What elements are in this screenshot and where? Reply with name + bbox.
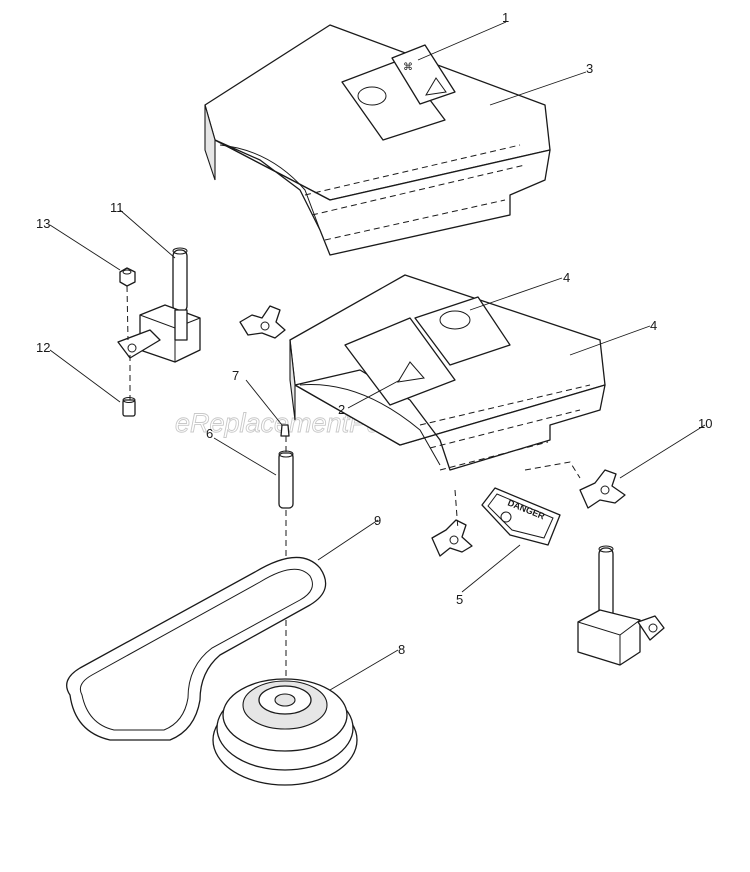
callout-2: 4 — [650, 318, 657, 333]
callout-12: 12 — [36, 340, 50, 355]
wing-knob — [239, 305, 286, 339]
callout-9: 9 — [374, 513, 381, 528]
callout-1: 3 — [586, 61, 593, 76]
pulley — [212, 678, 358, 786]
wing-knob — [431, 519, 473, 557]
svg-text:⌘: ⌘ — [403, 62, 413, 73]
callout-10: 10 — [698, 416, 712, 431]
callout-13: 13 — [36, 216, 50, 231]
upper-belt-cover: ⌘ — [204, 24, 551, 256]
danger-decal: DANGER — [481, 487, 561, 546]
bolt — [122, 397, 136, 417]
hex-nut — [119, 267, 136, 287]
callout-3: 4 — [563, 270, 570, 285]
callout-8: 8 — [398, 642, 405, 657]
callout-7: 7 — [232, 368, 239, 383]
set-screw — [280, 424, 290, 437]
callout-4-lower: 2 — [338, 402, 345, 417]
callout-4-top: 1 — [502, 10, 509, 25]
spacer-tube — [278, 450, 294, 509]
wing-knob — [579, 469, 626, 509]
callout-6: 6 — [206, 426, 213, 441]
support-bracket-right — [577, 545, 665, 666]
callout-11: 11 — [110, 200, 124, 215]
drive-belt — [66, 556, 327, 741]
lower-belt-cover — [289, 274, 606, 471]
support-bracket-left — [117, 247, 201, 363]
callout-5: 5 — [456, 592, 463, 607]
